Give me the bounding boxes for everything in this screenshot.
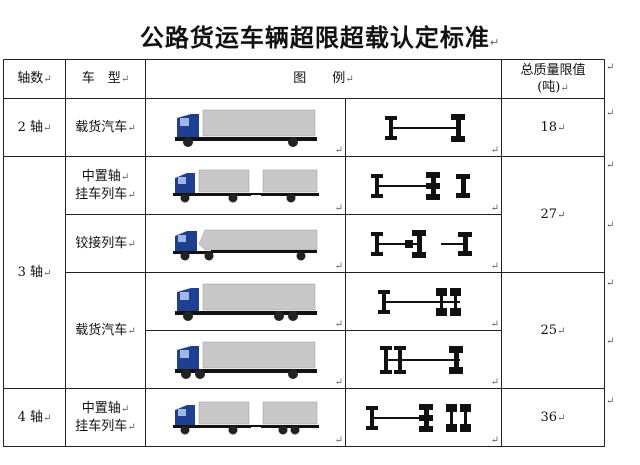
vehicle-type-cell: 中置轴↵挂车列车↵ <box>65 156 146 215</box>
vehicle-type-cell: 载货汽车↵ <box>65 272 146 389</box>
weight-limit-cell: 27↵ <box>501 156 605 273</box>
truck-center-axle-trailer-icon <box>172 169 319 202</box>
weight-limit-cell: 25↵ <box>501 272 605 389</box>
row-end-mark: ↵ <box>606 396 615 407</box>
axle-diagram-cell: ↵ <box>345 330 502 389</box>
axle-diagram-cell: ↵ <box>345 156 502 215</box>
row-end-mark: ↵ <box>606 108 615 119</box>
page-title: 公路货运车辆超限超载认定标准↵ <box>0 18 640 53</box>
truck-image-cell: ↵ <box>145 272 346 331</box>
axle-diagram-3axle-front-tandem-icon <box>379 345 463 374</box>
axle-diagram-cell: ↵ <box>345 98 502 157</box>
axle-diagram-2axle-icon <box>384 113 465 142</box>
standards-table: 轴数↵ 车 型↵ 图 例↵ 总质量限值(吨)↵ 2 轴↵ 载货汽车↵ ↵ <box>3 59 605 447</box>
axle-diagram-articulated-icon <box>370 229 472 258</box>
vehicle-type-cell: 铰接列车↵ <box>65 214 146 273</box>
axle-diagram-cell: ↵ <box>345 214 502 273</box>
weight-limit-cell: 18↵ <box>501 98 605 157</box>
truck-4axle-center-axle-trailer-icon <box>172 401 319 434</box>
axle-diagram-cell: ↵ <box>345 388 502 447</box>
table-row: 3 轴↵ 中置轴↵挂车列车↵ ↵ <box>3 156 605 389</box>
header-diagram: 图 例↵ <box>145 59 502 99</box>
axle-diagram-center-axle-icon <box>370 171 470 200</box>
table-row: 2 轴↵ 载货汽车↵ ↵ ↵ <box>3 98 605 157</box>
truck-image-cell: ↵ <box>145 98 346 157</box>
row-end-mark: ↵ <box>606 220 615 231</box>
axle-diagram-3axle-rear-tandem-icon <box>377 287 461 316</box>
truck-2axle-icon <box>174 109 317 147</box>
axle-count-cell: 2 轴↵ <box>3 98 66 157</box>
header-vehicle-type: 车 型↵ <box>65 59 146 99</box>
vehicle-type-cell: 载货汽车↵ <box>65 98 146 157</box>
truck-image-cell: ↵ <box>145 156 346 215</box>
truck-image-cell: ↵ <box>145 330 346 389</box>
table-header-row: 轴数↵ 车 型↵ 图 例↵ 总质量限值(吨)↵ <box>3 59 605 99</box>
row-end-mark: ↵ <box>606 278 615 289</box>
axle-diagram-4axle-icon <box>365 403 471 432</box>
table-row: 载货汽车↵ ↵ <box>4 272 605 389</box>
row-end-mark: ↵ <box>606 336 615 347</box>
row-end-mark: ↵ <box>606 160 615 171</box>
paragraph-mark: ↵ <box>489 36 501 49</box>
truck-3axle-front-tandem-icon <box>174 341 317 379</box>
truck-image-cell: ↵ <box>145 388 346 447</box>
table-row: ↵ ↵ <box>4 330 605 389</box>
truck-3axle-rear-tandem-icon <box>174 283 317 321</box>
header-axle-count: 轴数↵ <box>3 59 66 99</box>
table-row: 4 轴↵ 中置轴↵挂车列车↵ ↵ <box>3 388 605 447</box>
table-row: 铰接列车↵ ↵ <box>4 214 605 273</box>
truck-articulated-icon <box>172 229 317 260</box>
axle-count-cell: 3 轴↵ <box>3 156 66 389</box>
truck-image-cell: ↵ <box>145 214 346 273</box>
axle-count-cell: 4 轴↵ <box>3 388 66 447</box>
weight-limit-cell: 36↵ <box>501 388 605 447</box>
vehicle-type-cell: 中置轴↵挂车列车↵ <box>65 388 146 447</box>
title-text: 公路货运车辆超限超载认定标准 <box>139 24 490 52</box>
row-end-mark: ↵ <box>606 62 615 73</box>
header-weight-limit: 总质量限值(吨)↵ <box>501 59 605 99</box>
axle-diagram-cell: ↵ <box>345 272 502 331</box>
